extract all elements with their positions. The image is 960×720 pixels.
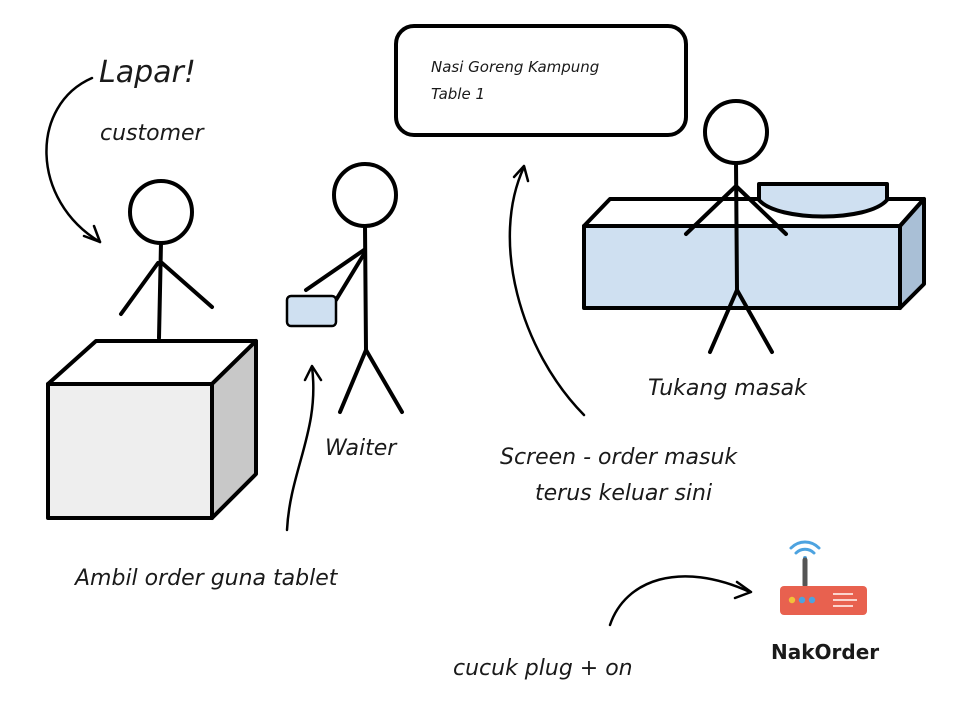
counter-side — [210, 339, 258, 520]
screen-line-1: Nasi Goreng Kampung — [431, 58, 599, 76]
arrow-lapar-head — [82, 224, 102, 244]
label-waiter: Waiter — [325, 436, 398, 461]
label-customer: customer — [100, 121, 206, 146]
cook-figure — [684, 99, 788, 354]
tablet-icon — [285, 294, 338, 328]
wifi-icon — [789, 540, 821, 560]
order-screen — [394, 24, 688, 137]
brand-name: NakOrder — [771, 640, 879, 664]
arrow-cucuk-to-router — [608, 575, 752, 627]
arrow-lapar-to-customer — [45, 76, 102, 244]
router-icon — [780, 540, 867, 615]
counter-box — [46, 339, 258, 520]
label-lapar: Lapar! — [99, 55, 196, 90]
label-screen-line1: Screen - order masuk — [500, 445, 738, 470]
waiter-figure — [304, 162, 404, 414]
kitchen-side — [898, 197, 926, 310]
customer-figure — [119, 179, 214, 340]
kitchen-counter — [582, 197, 926, 310]
label-cucuk: cucuk plug + on — [453, 656, 633, 681]
arrow-screen-to-box — [508, 165, 586, 417]
label-ambil: Ambil order guna tablet — [73, 566, 339, 591]
arrow-cucuk-head — [733, 580, 753, 600]
arrow-ambil-head — [303, 364, 323, 382]
screen-line-2: Table 1 — [431, 85, 485, 103]
label-tukang-masak: Tukang masak — [648, 376, 808, 401]
label-screen-line2: terus keluar sini — [535, 481, 712, 506]
counter-front — [46, 382, 214, 520]
arrow-screen-head — [512, 164, 530, 183]
arrow-ambil-to-tablet — [285, 365, 315, 532]
wok-icon — [757, 182, 889, 219]
